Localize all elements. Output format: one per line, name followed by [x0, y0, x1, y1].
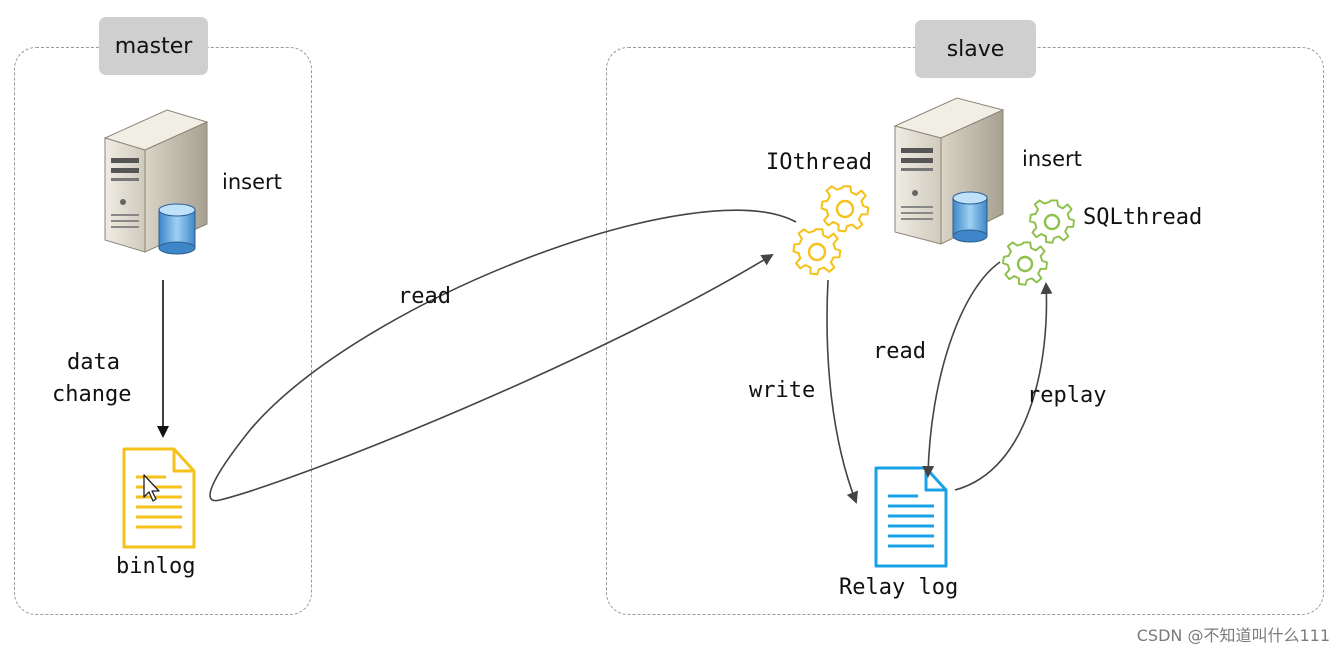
slave-server-icon [893, 97, 1005, 245]
read-link-arrow [209, 209, 797, 502]
watermark: CSDN @不知道叫什么111 [1136, 626, 1330, 645]
sql-thread-label: SQLthread [1083, 205, 1203, 230]
data-change-label-line1: data [67, 350, 120, 375]
io-thread-label: IOthread [766, 150, 872, 175]
master-tag: master [99, 17, 208, 75]
master-insert-label: insert [222, 170, 282, 194]
slave-tag: slave [915, 20, 1036, 78]
data-change-label-line2: change [52, 382, 132, 407]
link-read-label: read [398, 284, 451, 309]
relay-log-label: Relay log [839, 575, 959, 600]
sql-thread-gear-icon [1002, 199, 1075, 286]
relay-log-file-icon [874, 466, 948, 568]
write-arrow [826, 279, 858, 504]
replay-arrow [954, 282, 1053, 491]
io-thread-gear-icon [792, 185, 870, 276]
sql-read-arrow [922, 261, 1001, 478]
slave-insert-label: insert [1022, 147, 1082, 171]
binlog-file-icon [122, 447, 196, 549]
write-label: write [749, 378, 816, 403]
binlog-label: binlog [116, 554, 196, 579]
master-server-icon [103, 109, 209, 255]
sql-read-label: read [873, 339, 926, 364]
replay-label: replay [1027, 383, 1107, 408]
